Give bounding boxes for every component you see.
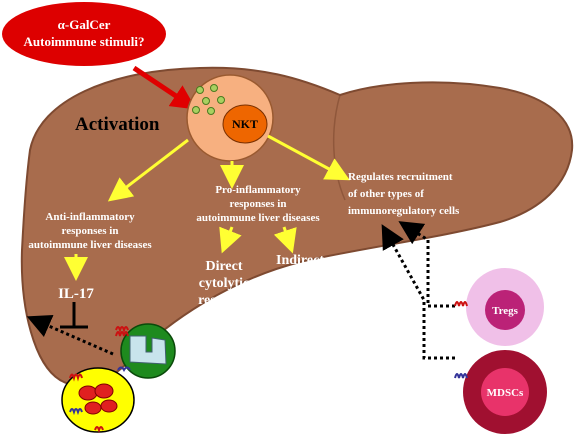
liver-shape xyxy=(20,66,574,387)
yellow-cell-receptors xyxy=(69,373,104,434)
stimulus-line2: Autoimmune stimuli? xyxy=(24,34,145,49)
stimulus-line1: α-GalCer xyxy=(58,17,111,32)
arrow-to-indirect xyxy=(273,226,297,254)
regulates-line1: Regulates recruitment xyxy=(348,171,453,183)
liver-lobe-line xyxy=(332,94,346,201)
tregs-label: Tregs xyxy=(492,305,519,317)
stimulus-arrow xyxy=(132,65,197,110)
pro-line2: responses in xyxy=(230,198,287,210)
yellow-cell xyxy=(61,367,135,433)
dotted-arrow-mdscs xyxy=(381,224,455,360)
regulates-line3: immunoregulatory cells xyxy=(348,205,460,217)
tregs-inner xyxy=(485,290,525,330)
yellow-cell-nucleus xyxy=(78,383,118,415)
indirect-line3: response xyxy=(274,287,326,302)
indirect-line1: Indirect xyxy=(276,253,324,268)
pro-line1: Pro-inflammatory xyxy=(215,184,301,196)
green-cell-receptor-top xyxy=(115,326,129,337)
direct-line2: cytolytic xyxy=(199,276,250,291)
arrow-to-regulates xyxy=(267,134,350,181)
direct-line3: response xyxy=(198,293,250,308)
arrow-to-direct xyxy=(219,226,242,254)
nkt-label: NKT xyxy=(232,117,258,131)
activation-label: Activation xyxy=(75,114,160,135)
nkt-nucleus xyxy=(222,104,268,144)
dotted-arrow-tregs xyxy=(398,221,455,308)
green-cell-receptor-bottom xyxy=(117,366,131,372)
dotted-arrow-cell xyxy=(26,314,114,356)
green-cell-nucleus xyxy=(129,335,167,365)
arrow-to-anti xyxy=(107,138,189,202)
pro-line3: autoimmune liver diseases xyxy=(196,212,320,224)
anti-line2: responses in xyxy=(62,225,119,237)
tregs-receptor xyxy=(454,301,468,307)
direct-line1: Direct xyxy=(205,259,242,274)
nkt-granules xyxy=(192,84,225,115)
indirect-line2: cytolytic xyxy=(275,270,326,285)
il17-label: IL-17 xyxy=(58,286,94,302)
anti-line3: autoimmune liver diseases xyxy=(28,239,152,251)
mdscs-label: MDSCs xyxy=(487,387,524,399)
mdscs-receptor xyxy=(454,373,468,379)
mdscs-inner xyxy=(481,368,529,416)
anti-line1: Anti-inflammatory xyxy=(45,211,135,223)
stimulus-ellipse xyxy=(2,2,166,66)
regulates-line2: of other types of xyxy=(348,188,424,200)
